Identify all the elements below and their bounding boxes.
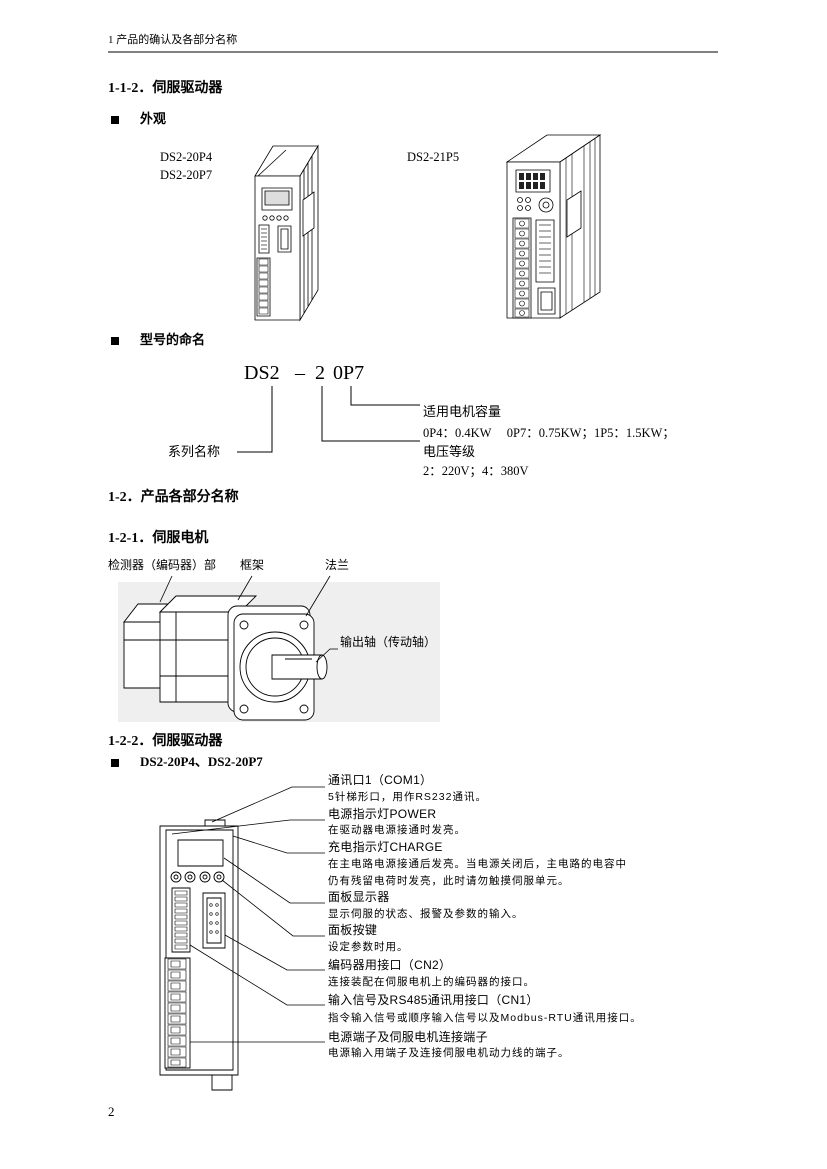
callout-label-cn1: 输入信号及RS485通讯用接口（CN1） — [328, 993, 539, 1007]
motor-leader-lines — [160, 576, 338, 662]
section-heading-part-names: 1-2．产品各部分名称 — [108, 490, 239, 505]
callout-label-power-led: 电源指示灯POWER — [328, 807, 437, 821]
drive-callout-leader-lines — [172, 787, 325, 1042]
bullet-square-icon — [111, 337, 119, 345]
callout-desc-charge-led-line1: 在主电路电源接通后发亮。当电源关闭后，主电路的电容中 — [328, 858, 627, 870]
naming-heading: 型号的命名 — [140, 332, 206, 347]
callout-desc-panel-keys: 设定参数时用。 — [328, 941, 409, 953]
capacity-label: 适用电机容量 — [423, 404, 502, 419]
model-code-series: DS2 — [244, 362, 280, 384]
callout-desc-cn2: 连接装配在伺服电机上的编码器的接口。 — [328, 976, 535, 988]
capacity-values: 0P4：0.4KW 0P7：0.75KW；1P5：1.5KW； — [423, 426, 675, 440]
section-heading-drive-parts: 1-2-2．伺服驱动器 — [108, 734, 223, 749]
motor-label-encoder: 检测器（编码器）部 — [108, 558, 217, 572]
callout-label-charge-led: 充电指示灯CHARGE — [328, 840, 443, 854]
model-label-ds2-20p7: DS2-20P7 — [160, 168, 213, 182]
bullet-square-icon — [111, 759, 119, 767]
section-heading-servo-drive: 1-1-2．伺服驱动器 — [108, 81, 223, 96]
callout-desc-terminals: 电源输入用端子及连接伺服电机动力线的端子。 — [328, 1047, 570, 1059]
drive-parts-subtitle: DS2-20P4、DS2-20P7 — [140, 754, 263, 769]
callout-desc-charge-led-line2: 仍有残留电荷时发亮，此时请勿触摸伺服单元。 — [328, 875, 570, 887]
drive-ds2-21p5-illustration — [507, 135, 600, 318]
callout-desc-cn1: 指令输入信号或顺序输入信号以及Modbus-RTU通讯用接口。 — [328, 1012, 642, 1024]
motor-label-flange: 法兰 — [325, 558, 350, 572]
voltage-label: 电压等级 — [423, 444, 476, 459]
section-heading-servo-motor: 1-2-1．伺服电机 — [108, 531, 209, 546]
model-label-ds2-21p5: DS2-21P5 — [407, 150, 460, 164]
callout-label-panel-display: 面板显示器 — [328, 890, 390, 904]
drive-ds2-20p4-illustration — [255, 146, 318, 320]
servo-motor-illustration — [118, 582, 440, 722]
running-header: 1 产品的确认及各部分名称 — [108, 34, 238, 46]
motor-label-shaft: 输出轴（传动轴） — [340, 635, 437, 649]
model-code-dash: – — [295, 362, 305, 384]
callout-desc-com1: 5针梯形口，用作RS232通讯。 — [328, 791, 487, 803]
model-code-voltage: 2 — [315, 362, 325, 384]
voltage-values: 2：220V；4：380V — [423, 464, 529, 478]
model-code-leader-lines — [237, 386, 420, 452]
callout-desc-panel-display: 显示伺服的状态、报警及参数的输入。 — [328, 908, 524, 920]
bullet-square-icon — [111, 116, 119, 124]
callout-label-terminals: 电源端子及伺服电机连接端子 — [328, 1030, 488, 1044]
callout-label-panel-keys: 面板按键 — [328, 923, 378, 937]
drive-front-view-illustration — [160, 820, 238, 1090]
callout-desc-power-led: 在驱动器电源接通时发亮。 — [328, 824, 466, 836]
motor-label-frame: 框架 — [240, 558, 265, 572]
series-name-label: 系列名称 — [168, 444, 221, 459]
appearance-heading: 外观 — [140, 111, 167, 126]
model-label-ds2-20p4: DS2-20P4 — [160, 150, 213, 164]
callout-label-cn2: 编码器用接口（CN2） — [328, 958, 452, 972]
model-code-capacity: 0P7 — [333, 362, 365, 384]
callout-label-com1: 通讯口1（COM1） — [328, 773, 433, 787]
page-number: 2 — [108, 1104, 115, 1119]
